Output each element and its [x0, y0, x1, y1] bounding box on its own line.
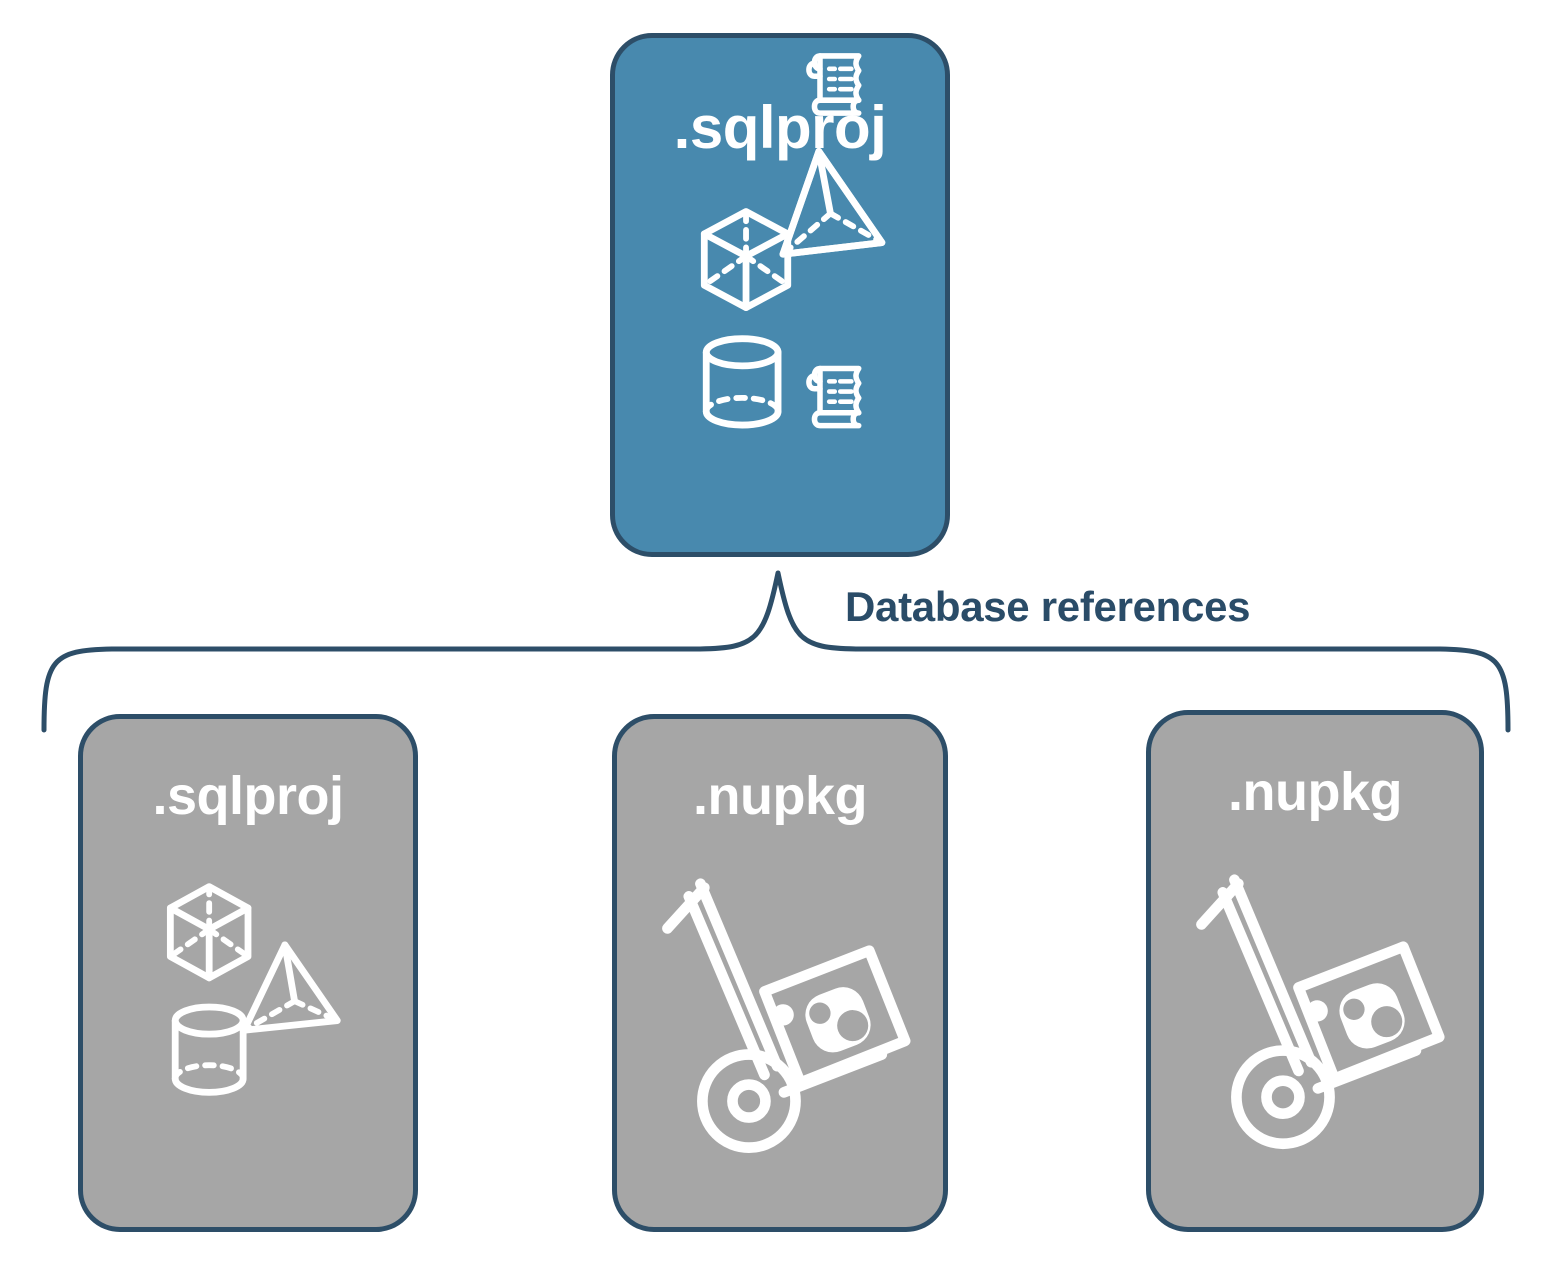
card-title-child-0: .sqlproj	[152, 766, 344, 826]
card-reference-nupkg-2[interactable]: .nupkg	[1146, 710, 1484, 1232]
nuget-package-icon	[1293, 941, 1445, 1085]
pyramid-icon	[240, 941, 341, 1034]
card-reference-sqlproj[interactable]: .sqlproj	[78, 714, 418, 1232]
cube-icon	[166, 883, 252, 982]
hand-truck-icon	[662, 878, 888, 1153]
nuget-package-icon	[759, 945, 911, 1088]
card-title-child-2: .nupkg	[1228, 762, 1402, 822]
pyramid-icon	[779, 147, 886, 258]
cube-icon	[700, 208, 792, 312]
card-title-child-1: .nupkg	[693, 766, 867, 826]
scroll-icon	[806, 365, 862, 429]
connector-label: Database references	[845, 583, 1251, 630]
cylinder-icon	[702, 335, 782, 429]
curly-brace-path	[41, 570, 1511, 733]
cylinder-icon	[171, 1003, 247, 1096]
card-root-sqlproj[interactable]: .sqlproj	[610, 33, 950, 557]
card-reference-nupkg-1[interactable]: .nupkg	[612, 714, 948, 1232]
hand-truck-icon	[1196, 874, 1422, 1150]
card-title-root: .sqlproj	[673, 94, 887, 161]
